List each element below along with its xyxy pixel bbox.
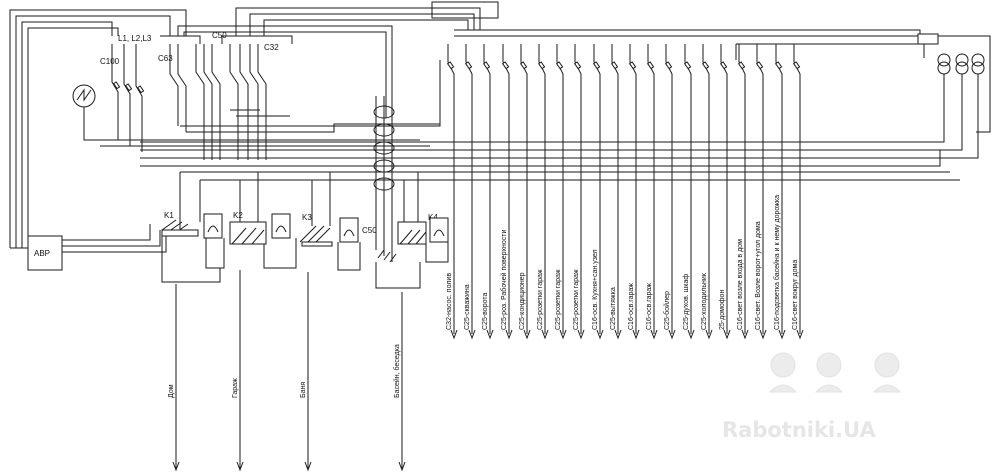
contactor-k3 — [299, 217, 361, 271]
watermark: Rabotniki.UA — [722, 352, 902, 442]
circuit-label: С25-розетки гараж — [573, 269, 580, 330]
circuit-label: С25-розетки гараж — [555, 269, 562, 330]
avr-label: АВР — [34, 249, 50, 258]
horizontal-buses — [90, 60, 960, 262]
feeder-label: Басейн, беседка — [393, 344, 401, 398]
circuit-breakers-bank: С32-насос. полив С25-скважина С25-ворота С2… — [446, 44, 804, 340]
circuit-label: С25-скважина — [464, 284, 471, 330]
k2-label: K2 — [233, 211, 243, 220]
circuit-breaker-3: С25-ворота — [482, 44, 494, 340]
watermark-text: Rabotniki.UA — [722, 418, 877, 442]
circuit-label: С25-вытяжка — [610, 287, 617, 330]
circuit-breaker-4: С25-роз. Рабочей поверхности — [500, 44, 513, 340]
c100-label: C100 — [100, 57, 120, 66]
feeder-3: Баня — [300, 272, 312, 472]
feeder-label: Баня — [300, 382, 307, 398]
circuit-label: С16-осв.гараж — [646, 283, 653, 330]
contactor-section: K1 K2 K3 C50 K4 — [161, 172, 449, 289]
contactor-k2 — [229, 213, 297, 269]
avr-unit: АВР — [10, 224, 167, 271]
circuit-label: С32-насос. полив — [446, 273, 453, 330]
transformer-icon — [955, 53, 969, 75]
circuit-breaker-19: С16-подсветка басейна и к нему дорожка — [773, 44, 786, 340]
feeder-2: Гараж — [232, 270, 244, 472]
circuit-breaker-12: С16-осв.гараж — [646, 44, 658, 340]
c50-low-label: C50 — [362, 226, 377, 235]
current-transformers — [140, 53, 985, 159]
circuit-label: С16-подсветка басейна и к нему дорожка — [773, 195, 781, 330]
circuit-breaker-13: С25-бойлер — [663, 44, 676, 340]
circuit-label: 25-домофон — [719, 290, 726, 330]
circuit-breaker-7: С25-розетки гараж — [555, 44, 567, 340]
c50-top-label: C50 — [212, 31, 227, 40]
breaker-c50-low — [375, 249, 421, 289]
circuit-breaker-2: С25-скважина — [464, 44, 476, 340]
c63-label: C63 — [158, 54, 173, 63]
circuit-label: С25-духов. шкаф — [683, 274, 690, 330]
worker-helmets-icon — [768, 352, 902, 393]
feeder-label: Гараж — [232, 378, 239, 398]
circuit-breaker-8: С25-розетки гараж — [573, 44, 585, 340]
k1-label: K1 — [164, 211, 174, 220]
main-breaker-c100: L1, L2,L3 C100 — [72, 34, 152, 152]
k3-label: K3 — [302, 213, 312, 222]
circuit-breaker-16: 25-домофон — [719, 44, 731, 340]
circuit-label: С16-свет. Возле ворот+угол дома — [755, 221, 762, 330]
circuit-label: С25-роз. Рабочей поверхности — [500, 230, 508, 330]
circuit-breaker-5: С25-кондиционер — [519, 44, 531, 340]
circuit-breaker-14: С25-духов. шкаф — [683, 44, 695, 340]
circuit-breaker-11: С16-осв.гараж — [628, 44, 640, 340]
left-bus-loops — [9, 9, 187, 248]
circuit-label: С25-кондиционер — [519, 272, 526, 330]
circuit-breaker-15: С25-холодильник — [701, 44, 713, 340]
circuit-breaker-18: С16-свет. Возле ворот+угол дома — [755, 44, 767, 340]
circuit-label: С25-бойлер — [663, 291, 671, 330]
circuit-label: С25-ворота — [482, 293, 489, 330]
circuit-breaker-17: С16-свет возле входа в дом — [737, 44, 749, 340]
circuit-label: С25-розетки гараж — [537, 269, 544, 330]
meter-icon — [72, 84, 96, 108]
circuit-breaker-20: С16-свет вокруг дома — [792, 44, 804, 340]
circuit-label: С16-свет возле входа в дом — [737, 239, 744, 330]
circuit-label: С16-свет вокруг дома — [792, 260, 799, 330]
contactor-k4 — [397, 217, 449, 263]
feeder-label: Дом — [168, 384, 175, 398]
c32-top-label: C32 — [264, 43, 279, 52]
circuit-breaker-9: С16-осв. Кухня+сан.узел — [592, 44, 604, 340]
top-wiring — [177, 1, 991, 133]
transformer-icon — [937, 53, 951, 75]
phases-label: L1, L2,L3 — [118, 34, 152, 43]
circuit-breaker-6: С25-розетки гараж — [537, 44, 549, 340]
breaker-group-upper: C63 C50 C32 — [158, 31, 293, 160]
feeder-4: Басейн, беседка — [393, 292, 406, 472]
feeder-1: Дом — [168, 284, 180, 472]
circuit-label: С16-осв.гараж — [628, 283, 635, 330]
circuit-label: С25-холодильник — [701, 272, 708, 330]
circuit-breaker-10: С25-вытяжка — [610, 44, 622, 340]
transformer-icon — [971, 53, 985, 75]
feeder-outputs: Дом Гараж Баня Басейн, беседка — [168, 270, 406, 472]
circuit-breaker-1: С32-насос. полив — [446, 44, 458, 340]
circuit-label: С16-осв. Кухня+сан.узел — [592, 249, 599, 330]
contactor-k1 — [161, 213, 225, 283]
